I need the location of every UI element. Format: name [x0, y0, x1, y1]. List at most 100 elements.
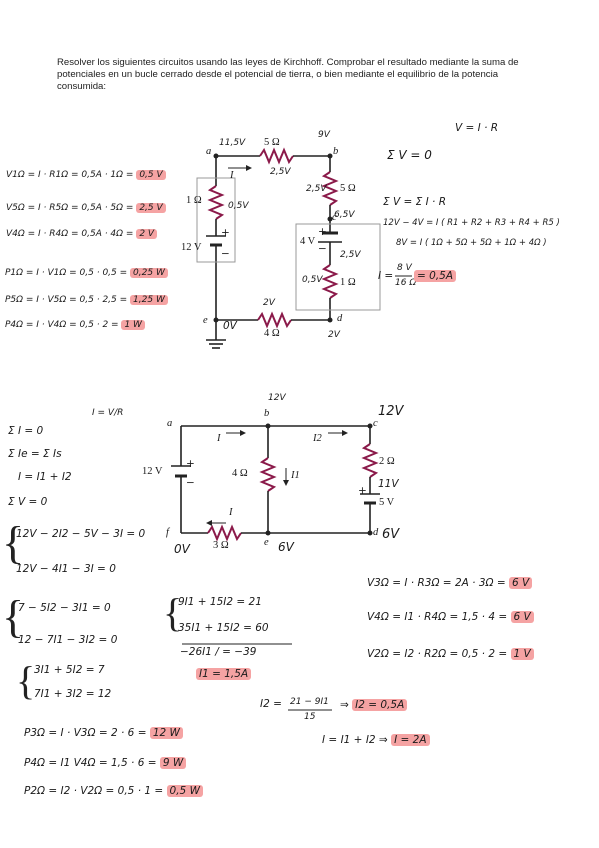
- c1-r5right-label: 5 Ω: [340, 183, 356, 194]
- c1-p1-result: 0,25 W: [130, 268, 168, 278]
- c2-node-d: d: [373, 527, 379, 538]
- c2-i2-den: 15: [304, 712, 316, 722]
- c1-r5-drop: 2,5V: [270, 167, 291, 177]
- c2-v12-label: 12 V: [142, 466, 163, 477]
- c2-i2-lhs: I2 =: [260, 698, 282, 710]
- c1-p5-result: 1,25 W: [130, 295, 168, 305]
- c2-s2a: 7 − 5I2 − 3I1 = 0: [18, 602, 111, 614]
- problem-statement: Resolver los siguientes circuitos usando…: [57, 57, 519, 92]
- c1-node-c: c: [332, 212, 337, 223]
- c1-v4-eq: V4Ω = I · R4Ω = 0,5A · 4Ω = 2 V: [6, 229, 158, 239]
- c1-v4-label: 4 V: [300, 236, 316, 247]
- c2-s3a: 3I1 + 5I2 = 7: [34, 664, 105, 676]
- c2-b-potential: 12V: [268, 393, 286, 403]
- c2-i-total: I = I1 + I2 ⇒ I = 2A: [322, 734, 430, 746]
- c1-eq1: 12V − 4V = I ( R1 + R2 + R3 + R4 + R5 ): [383, 218, 560, 228]
- c2-sum-v: Σ V = 0: [8, 496, 48, 508]
- c2-v4-result: 6 V: [510, 611, 534, 623]
- c2-p4-result: 9 W: [159, 757, 187, 769]
- c2-p2-result: 0,5 W: [166, 785, 203, 797]
- c1-e-potential: 0V: [223, 320, 237, 332]
- svg-text:{: {: [2, 517, 24, 568]
- c1-d-potential: 2V: [328, 330, 340, 340]
- c2-p4-eq: P4Ω = I1 V4Ω = 1,5 · 6 = 9 W: [24, 757, 187, 769]
- c2-sum-i: Σ I = 0: [8, 425, 44, 437]
- c2-i2-result: I2 = 0,5A: [352, 699, 408, 711]
- c2-v5-label: 5 V: [379, 497, 395, 508]
- c2-s1b: 12V − 4I1 − 3I = 0: [16, 563, 116, 575]
- c1-p1-eq: P1Ω = I · V1Ω = 0,5 · 0,5 = 0,25 W: [5, 268, 168, 278]
- c1-p4-eq: P4Ω = I · V4Ω = 0,5 · 2 = 1 W: [5, 320, 145, 330]
- c1-node-a: a: [206, 146, 212, 157]
- c2-v12-minus: −: [186, 477, 195, 489]
- c1-v1-eq: V1Ω = I · R1Ω = 0,5A · 1Ω = 0,5 V: [6, 170, 166, 180]
- c2-v2-eq: V2Ω = I2 · R2Ω = 0,5 · 2 = 1 V: [367, 648, 534, 660]
- c1-eq3-den: 16 Ω: [395, 278, 417, 288]
- c2-s1a: 12V − 2I2 − 5V − 3I = 0: [16, 528, 146, 540]
- c2-m1: 9I1 + 15I2 = 21: [178, 596, 262, 608]
- c1-v5-eq: V5Ω = I · R5Ω = 0,5A · 5Ω = 2,5 V: [6, 203, 166, 213]
- c1-v1-result: 0,5 V: [136, 170, 166, 180]
- c1-p4-result: 1 W: [121, 320, 145, 330]
- c2-i1-result: I1 = 1,5A: [196, 668, 252, 680]
- svg-text:{: {: [16, 658, 35, 703]
- c1-v4-plus: +: [318, 226, 327, 238]
- c1-sum-v: Σ V = 0: [387, 148, 432, 162]
- c2-i2-arrow: ⇒ I2 = 0,5A: [340, 699, 408, 711]
- c1-r5top-label: 5 Ω: [264, 137, 280, 148]
- c2-c-potential: 12V: [378, 404, 404, 419]
- c1-r1b-label: 1 Ω: [340, 277, 356, 288]
- c2-v3-eq: V3Ω = I · R3Ω = 2A · 3Ω = 6 V: [367, 577, 533, 589]
- c2-p3-eq: P3Ω = I · V3Ω = 2 · 6 = 12 W: [24, 727, 183, 739]
- c2-node-f: f: [166, 527, 169, 538]
- c1-ohms-law: V = I · R: [455, 122, 499, 134]
- c2-sum-ie: Σ Ie = Σ Is: [8, 448, 62, 460]
- c2-d-potential: 6V: [382, 527, 400, 542]
- c1-r1-drop: 0,5V: [228, 201, 249, 211]
- c1-r4-label: 4 Ω: [264, 328, 280, 339]
- c1-v4-result: 2 V: [136, 229, 158, 239]
- c2-v12-plus: +: [186, 458, 195, 470]
- c2-node-e: e: [264, 537, 269, 548]
- c2-m3: −26I1 / = −39: [180, 646, 257, 658]
- c2-node-a: a: [167, 418, 173, 429]
- c2-current-I2: I2: [313, 433, 322, 444]
- c1-rr5-drop: 2,5V: [306, 184, 327, 194]
- c1-r1-label: 1 Ω: [186, 195, 202, 206]
- c2-i-result: I = 2A: [391, 734, 430, 746]
- c1-node-d: d: [337, 313, 343, 324]
- c1-current-result: = 0,5A: [414, 270, 457, 282]
- c1-r4-drop: 2V: [263, 298, 275, 308]
- c2-p2-eq: P2Ω = I2 · V2Ω = 0,5 · 1 = 0,5 W: [24, 785, 203, 797]
- c1-r1b-drop: 0,5V: [302, 275, 323, 285]
- c1-eq2: 8V = I ( 1Ω + 5Ω + 5Ω + 1Ω + 4Ω ): [396, 238, 547, 248]
- c2-f-potential: 0V: [174, 542, 190, 556]
- c1-current-label: I: [230, 170, 234, 181]
- c1-eq3-num: 8 V: [397, 263, 412, 273]
- c2-v2-result: 1 V: [510, 648, 534, 660]
- c2-node-c: c: [373, 418, 378, 429]
- c2-v5-plus: +: [358, 485, 367, 497]
- c1-v12-plus: +: [221, 227, 230, 239]
- c1-eq3-lhs: I =: [378, 270, 394, 282]
- c2-current-I1: I1: [291, 470, 300, 481]
- c1-node-e: e: [203, 315, 208, 326]
- c1-a-potential: 11,5V: [219, 138, 246, 148]
- c2-i2-num: 21 − 9I1: [290, 697, 329, 707]
- c1-c-potential: 6,5V: [334, 210, 355, 220]
- c1-b-potential: 9V: [318, 130, 330, 140]
- c2-current-I-bottom: I: [229, 507, 233, 518]
- c2-e-potential: 6V: [278, 540, 294, 554]
- c2-current-I: I: [217, 433, 221, 444]
- c2-node-b: b: [264, 408, 270, 419]
- c1-v12-label: 12 V: [181, 242, 202, 253]
- c2-ohm: I = V/R: [92, 408, 124, 418]
- c2-s2b: 12 − 7I1 − 3I2 = 0: [18, 634, 118, 646]
- c1-v5-result: 2,5 V: [136, 203, 166, 213]
- c2-p3-result: 12 W: [149, 727, 183, 739]
- c2-v4-eq: V4Ω = I1 · R4Ω = 1,5 · 4 = 6 V: [367, 611, 534, 623]
- c1-v4-minus: −: [318, 243, 327, 255]
- c2-r3-label: 3 Ω: [213, 540, 229, 551]
- c2-r4-label: 4 Ω: [232, 468, 248, 479]
